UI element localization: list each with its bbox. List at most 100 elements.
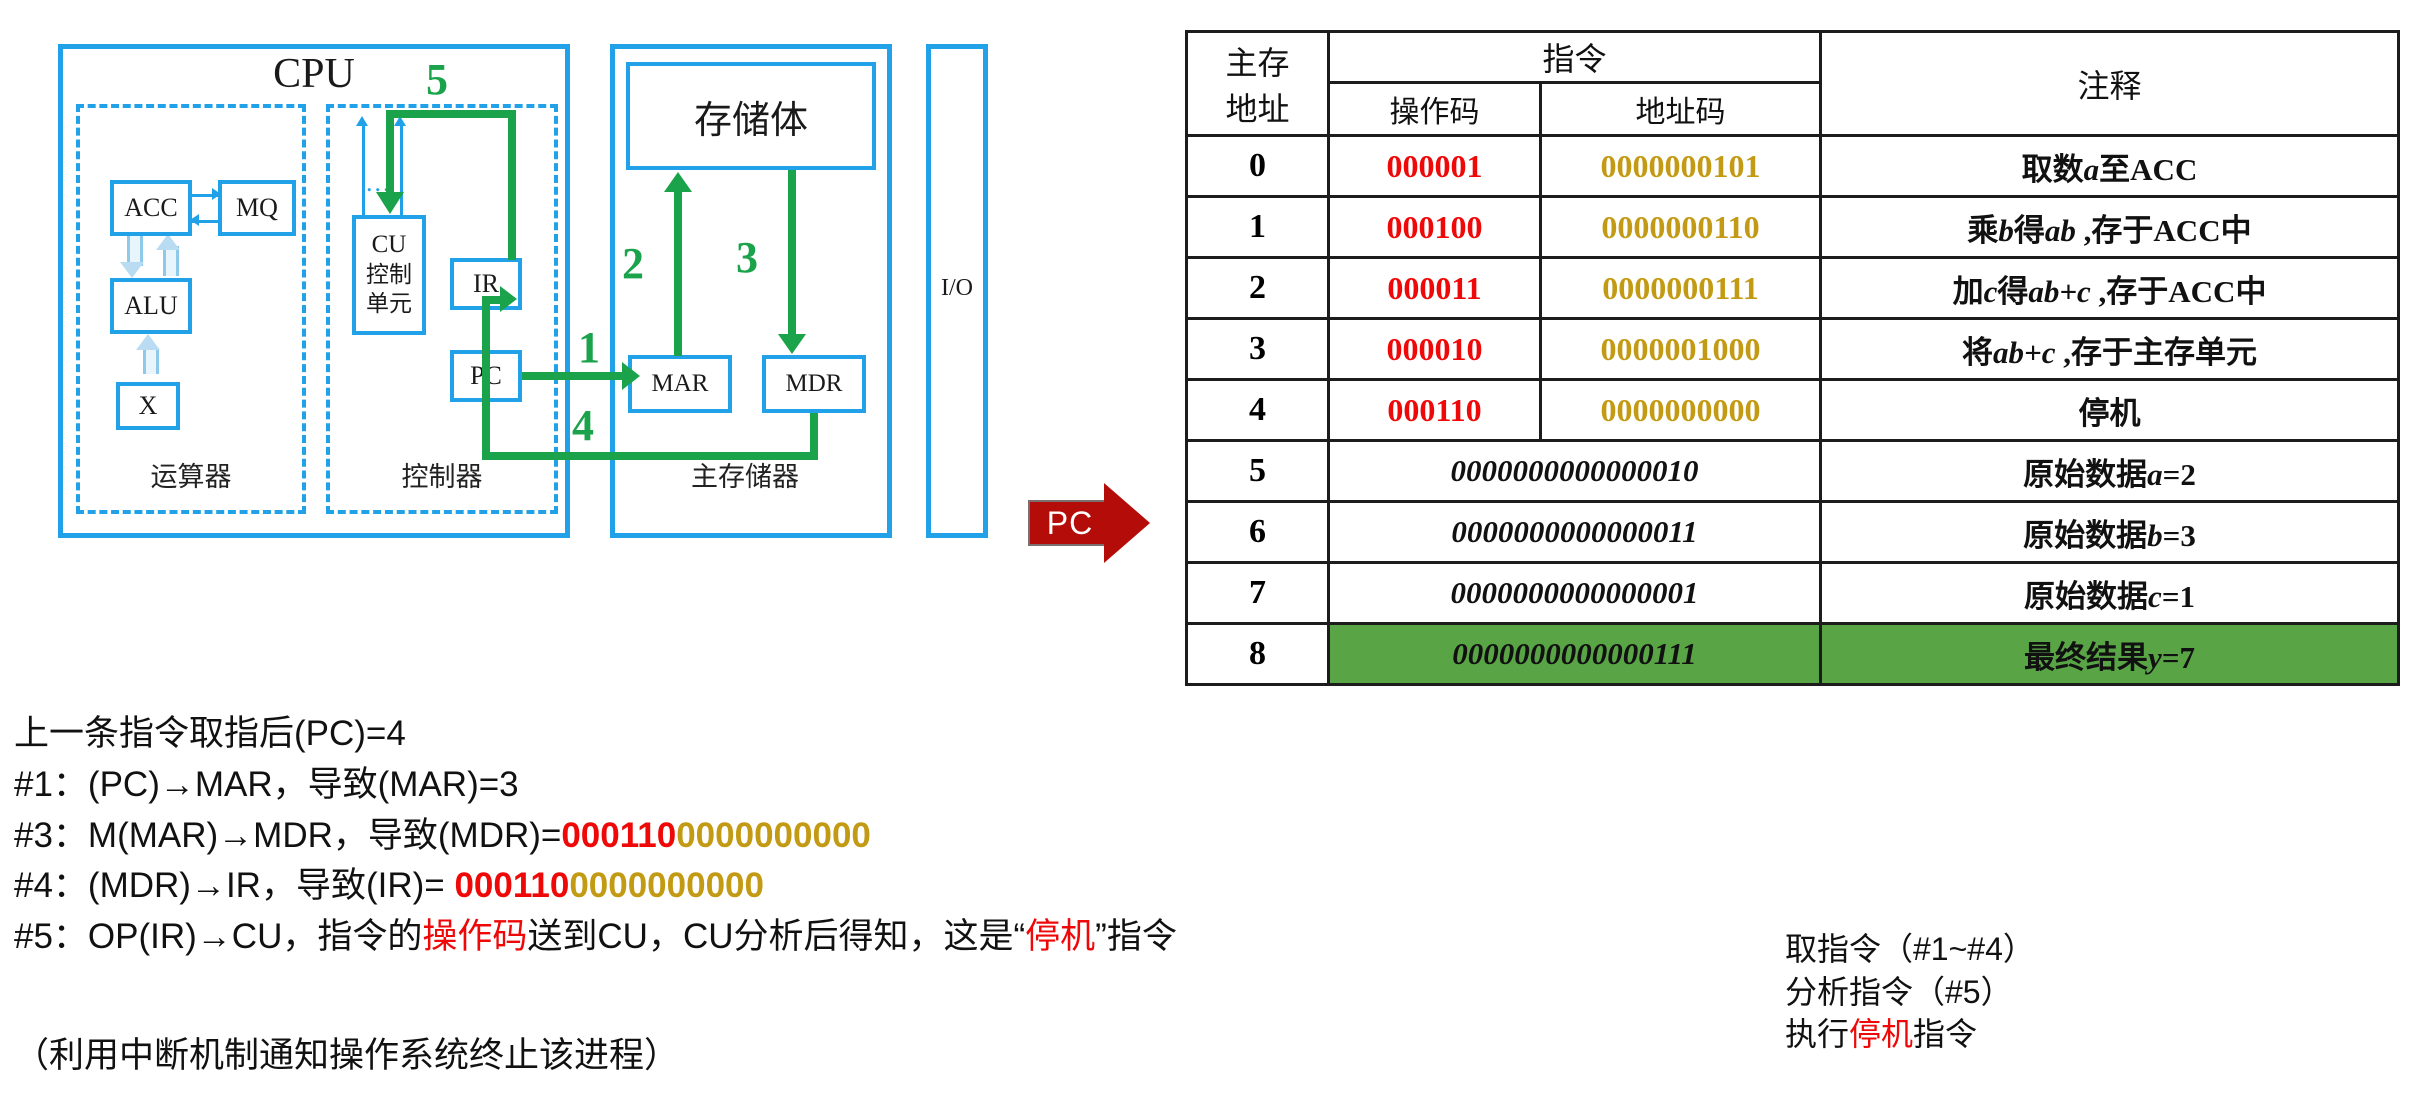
- cell-address: 5: [1185, 439, 1330, 503]
- flow-4-seg-left: [482, 452, 818, 460]
- mdr-register-block: MDR: [762, 355, 866, 413]
- arithmetic-unit-label: 运算器: [150, 462, 232, 492]
- cpu-title: CPU: [273, 51, 355, 97]
- step-3: #3：M(MAR)→MDR，导致(MDR)=0001100000000000: [14, 814, 1214, 859]
- x-register-block: X: [116, 382, 180, 430]
- cell-note: 将ab+c ,存于主存单元: [1819, 317, 2401, 381]
- cell-note: 加c得ab+c ,存于ACC中: [1819, 256, 2401, 320]
- cell-note: 乘b得ab ,存于ACC中: [1819, 195, 2401, 259]
- flow-5-arrowhead: [376, 192, 404, 214]
- mq-to-acc-arrowhead: [190, 214, 199, 226]
- flow-4-arrowhead: [500, 286, 517, 312]
- mar-register-block: MAR: [628, 355, 732, 413]
- cu-label-cn-1: 控制: [366, 261, 412, 288]
- cu-block: CU 控制 单元: [352, 215, 426, 335]
- header-address-line2: 地址: [1225, 90, 1290, 127]
- flow-4-seg-to-ir: [482, 296, 506, 304]
- cell-addrcode: 0000000111: [1538, 256, 1823, 320]
- cell-full-word: 0000000000000111: [1326, 622, 1823, 686]
- mq-to-acc-line: [192, 220, 220, 223]
- pc-pointer-arrow: PC: [1028, 483, 1150, 563]
- acc-register-block: ACC: [110, 180, 192, 236]
- step-3-addrcode: 0000000000: [676, 815, 871, 855]
- cell-addrcode: 0000000110: [1538, 195, 1823, 259]
- flow-2-mar-to-store-line: [674, 190, 682, 356]
- step-5-part-c: ”指令: [1095, 917, 1177, 957]
- cell-addrcode: 0000000101: [1538, 134, 1823, 198]
- x-to-alu-arrowhead: [136, 334, 160, 350]
- step-4-prefix: #4：(MDR)→IR，导致(IR)=: [14, 866, 455, 906]
- cell-full-word: 0000000000000001: [1326, 561, 1823, 625]
- step-5-part-a: #5：OP(IR)→CU，指令的: [14, 917, 423, 957]
- cell-opcode: 000110: [1327, 378, 1542, 442]
- cell-address: 7: [1185, 561, 1330, 625]
- summary-decode: 分析指令（#5）: [1785, 973, 2013, 1010]
- header-address: 主存 地址: [1185, 30, 1330, 137]
- cell-opcode: 000001: [1327, 134, 1542, 198]
- flow-3-store-to-mdr-line: [788, 170, 796, 338]
- cell-full-word: 0000000000000011: [1326, 500, 1823, 564]
- cu-control-ellipsis: ...: [366, 168, 392, 197]
- arithmetic-unit-dashed-box: [76, 104, 306, 514]
- cu-label-en: CU: [371, 231, 407, 258]
- table-header-row-1: 主存 地址 指令 注释: [1185, 30, 2401, 137]
- io-label: I/O: [941, 275, 973, 301]
- alu-to-acc-shaft: [163, 246, 179, 276]
- flow-label-2: 2: [622, 239, 644, 288]
- cell-address: 6: [1185, 500, 1330, 564]
- cell-opcode: 000011: [1327, 256, 1542, 320]
- pc-arrow-head: [1104, 483, 1150, 563]
- flow-label-4: 4: [572, 401, 594, 450]
- acc-to-alu-shaft: [127, 236, 143, 266]
- cu-control-arrowhead-2: [394, 116, 406, 126]
- flow-5-seg-left: [386, 110, 516, 118]
- header-opcode: 操作码: [1327, 81, 1542, 137]
- cpu-architecture-diagram: CPU ... ACC MQ ALU X CU 控制 单元 IR: [0, 0, 1010, 560]
- cell-address: 0: [1185, 134, 1330, 198]
- cell-full-word: 0000000000000010: [1326, 439, 1823, 503]
- flow-label-1: 1: [578, 323, 600, 372]
- acc-to-mq-arrowhead: [212, 188, 221, 200]
- step-1: #1：(PC)→MAR，导致(MAR)=3: [14, 764, 519, 804]
- header-instruction: 指令: [1326, 30, 1823, 84]
- summary-execute-b: 指令: [1913, 1016, 1978, 1053]
- table-header-row-2: 操作码 地址码: [1187, 81, 2399, 137]
- pc-arrow-label: PC: [1046, 505, 1094, 541]
- cell-addrcode: 0000001000: [1538, 317, 1823, 381]
- io-box: [926, 44, 988, 538]
- flow-label-5: 5: [426, 55, 448, 104]
- step-3-prefix: #3：M(MAR)→MDR，导致(MDR)=: [14, 815, 562, 855]
- cell-note: 原始数据c=1: [1819, 561, 2401, 625]
- storage-body-block: 存储体: [626, 62, 876, 170]
- alu-block: ALU: [110, 278, 192, 334]
- interrupt-footnote: （利用中断机制通知操作系统终止该进程）: [14, 1036, 680, 1075]
- header-address-line1: 主存: [1225, 44, 1290, 81]
- cell-address: 3: [1185, 317, 1330, 381]
- step-5-halt-word: 停机: [1025, 917, 1096, 957]
- mq-register-block: MQ: [218, 180, 296, 236]
- cu-control-line-1: [362, 122, 365, 218]
- step-5-opcode-word: 操作码: [422, 917, 528, 957]
- step-4-addrcode: 0000000000: [569, 866, 764, 906]
- control-unit-label: 控制器: [401, 462, 483, 492]
- cell-note: 取数a至ACC: [1819, 134, 2401, 198]
- cell-address: 1: [1185, 195, 1330, 259]
- acc-to-mq-line: [192, 194, 220, 197]
- step-intro: 上一条指令取指后(PC)=4: [14, 714, 406, 753]
- summary-execute-a: 执行: [1785, 1016, 1850, 1053]
- flow-4-seg-down: [810, 413, 818, 460]
- cell-address: 2: [1185, 256, 1330, 320]
- acc-to-alu-arrowhead: [120, 262, 144, 278]
- cell-note: 原始数据b=3: [1819, 500, 2401, 564]
